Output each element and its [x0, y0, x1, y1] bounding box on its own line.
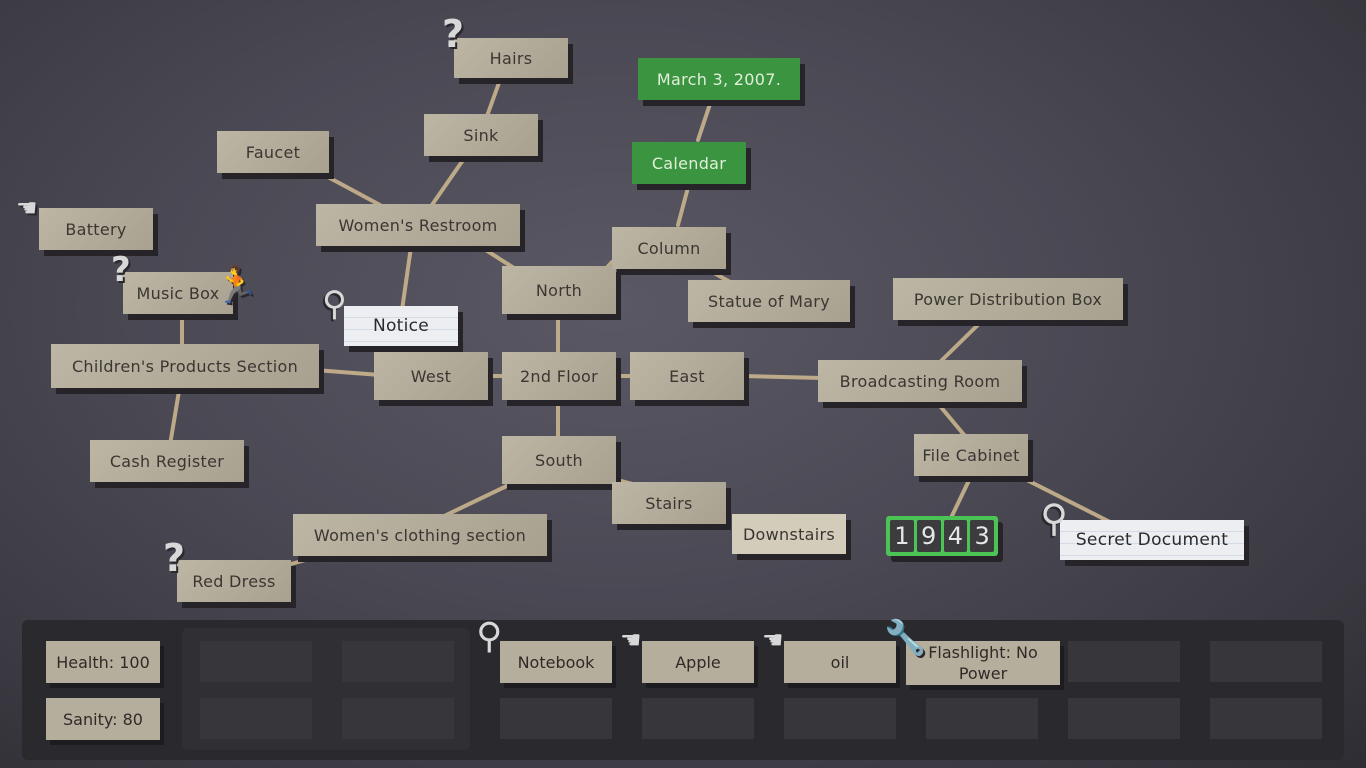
node-statue-of-mary[interactable]: Statue of Mary: [688, 280, 850, 322]
inventory-slot[interactable]: [1210, 641, 1322, 682]
node-west[interactable]: West: [374, 352, 488, 400]
code-lock[interactable]: 1 9 4 3: [886, 516, 998, 556]
hand-icon: ☚: [762, 626, 784, 654]
node-battery[interactable]: Battery: [39, 208, 153, 250]
node-date[interactable]: March 3, 2007.: [638, 58, 800, 100]
inventory-slot[interactable]: [1068, 641, 1180, 682]
magnifier-icon: ⚲: [322, 284, 347, 324]
inventory-item-flashlight[interactable]: Flashlight: No Power: [906, 641, 1060, 685]
inventory-item-notebook[interactable]: Notebook: [500, 641, 612, 683]
node-file-cabinet[interactable]: File Cabinet: [914, 434, 1028, 476]
magnifier-icon: ⚲: [476, 616, 503, 657]
node-2nd-floor[interactable]: 2nd Floor: [502, 352, 616, 400]
inventory-item-apple[interactable]: Apple: [642, 641, 754, 683]
running-man-icon: 🏃: [214, 265, 259, 306]
node-calendar[interactable]: Calendar: [632, 142, 746, 184]
inventory-slot[interactable]: [342, 698, 454, 739]
node-faucet[interactable]: Faucet: [217, 131, 329, 173]
code-digit[interactable]: 1: [890, 520, 914, 552]
node-childrens-products[interactable]: Children's Products Section: [51, 344, 319, 388]
inventory-slot[interactable]: [1068, 698, 1180, 739]
node-south[interactable]: South: [502, 436, 616, 484]
node-music-box[interactable]: Music Box: [123, 272, 233, 314]
inventory-slot[interactable]: [342, 641, 454, 682]
inventory-item-oil[interactable]: oil: [784, 641, 896, 683]
node-secret-document[interactable]: Secret Document: [1060, 520, 1244, 560]
wrench-icon: 🔧: [884, 618, 927, 658]
node-sink[interactable]: Sink: [424, 114, 538, 156]
node-hairs[interactable]: Hairs: [454, 38, 568, 78]
hand-icon: ☚: [16, 194, 38, 222]
inventory-slot[interactable]: [926, 698, 1038, 739]
inventory-slot[interactable]: [784, 698, 896, 739]
node-column[interactable]: Column: [612, 227, 726, 269]
question-mark-icon: ?: [163, 536, 186, 580]
inventory-slot[interactable]: [642, 698, 754, 739]
inventory-slot[interactable]: [1210, 698, 1322, 739]
code-digit[interactable]: 4: [943, 520, 968, 552]
node-east[interactable]: East: [630, 352, 744, 400]
code-digit[interactable]: 9: [916, 520, 941, 552]
node-notice[interactable]: Notice: [344, 306, 458, 346]
node-womens-restroom[interactable]: Women's Restroom: [316, 204, 520, 246]
question-mark-icon: ?: [442, 12, 465, 56]
question-mark-icon: ?: [111, 250, 131, 290]
node-north[interactable]: North: [502, 266, 616, 314]
node-stairs[interactable]: Stairs: [612, 482, 726, 524]
sanity-stat: Sanity: 80: [46, 698, 160, 740]
magnifier-icon: ⚲: [1040, 496, 1068, 540]
node-downstairs[interactable]: Downstairs: [732, 514, 846, 554]
node-cash-register[interactable]: Cash Register: [90, 440, 244, 482]
node-power-distribution-box[interactable]: Power Distribution Box: [893, 278, 1123, 320]
node-broadcasting-room[interactable]: Broadcasting Room: [818, 360, 1022, 402]
hand-icon: ☚: [620, 626, 642, 654]
inventory-slot[interactable]: [200, 641, 312, 682]
node-red-dress[interactable]: Red Dress: [177, 560, 291, 602]
node-womens-clothing[interactable]: Women's clothing section: [293, 514, 547, 556]
code-digit[interactable]: 3: [970, 520, 994, 552]
health-stat: Health: 100: [46, 641, 160, 683]
inventory-slot[interactable]: [500, 698, 612, 739]
inventory-slot[interactable]: [200, 698, 312, 739]
